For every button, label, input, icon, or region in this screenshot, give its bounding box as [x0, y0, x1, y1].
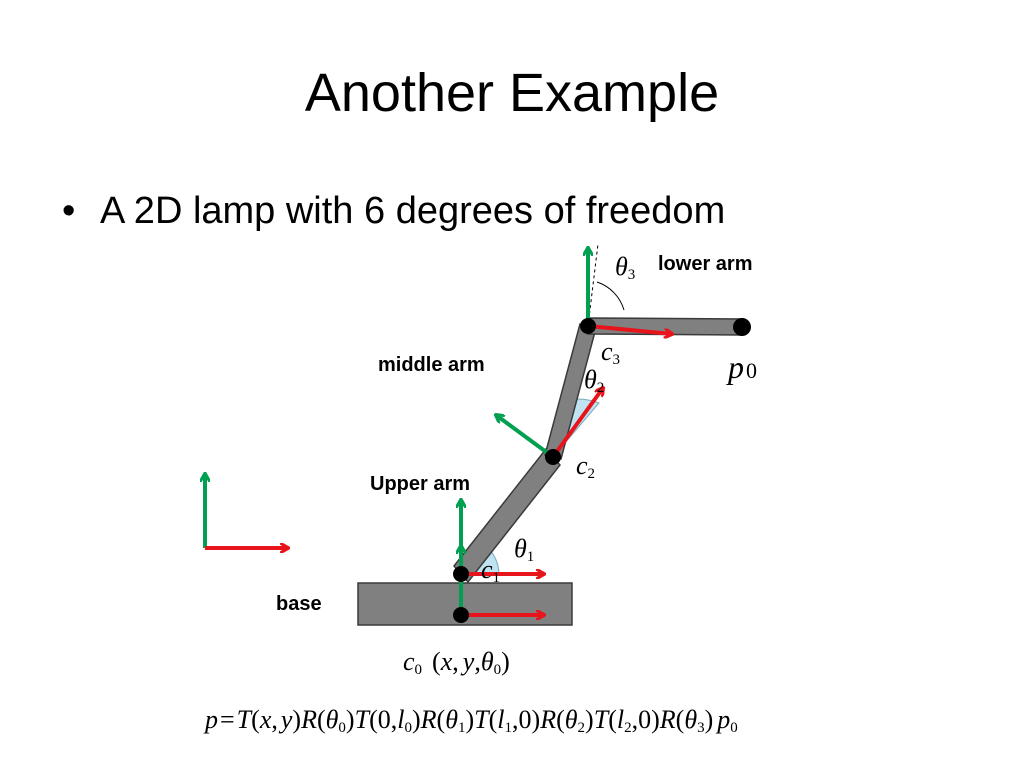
upper-arm-link [453, 447, 561, 584]
label-c1: c1 [481, 555, 500, 586]
theta3-arc [596, 281, 625, 311]
label-theta1: θ1 [514, 534, 534, 565]
label-c0-pose: c0(x,y,θ0) [403, 647, 510, 678]
label-c2: c2 [576, 451, 595, 482]
joint-c3 [580, 318, 596, 334]
c2-x-axis [551, 388, 603, 459]
c3-x-axis [587, 324, 672, 334]
joint-c0 [453, 607, 469, 623]
label-theta3: θ3 [615, 252, 635, 283]
bullet-item: • A 2D lamp with 6 degrees of freedom [62, 190, 725, 233]
joint-c2 [545, 449, 561, 465]
slide-title: Another Example [304, 63, 720, 123]
joint-p0 [733, 318, 751, 336]
label-c3: c3 [601, 337, 620, 368]
label-p0: p0 [726, 349, 757, 385]
label-theta2: θ2 [584, 365, 604, 396]
bullet-text: A 2D lamp with 6 degrees of freedom [100, 190, 726, 232]
bullet-dot: • [62, 190, 76, 232]
c2-y-axis [496, 415, 555, 459]
joint-c1 [453, 566, 469, 582]
label-middle-arm: middle arm [378, 354, 485, 376]
forward-kinematics-equation: p=T(x,y)R(θ0)T(0,l0)R(θ1)T(l1,0)R(θ2)T(l… [203, 705, 738, 736]
label-lower-arm: lower arm [658, 253, 752, 275]
label-upper-arm: Upper arm [370, 473, 470, 495]
label-base: base [276, 593, 322, 615]
